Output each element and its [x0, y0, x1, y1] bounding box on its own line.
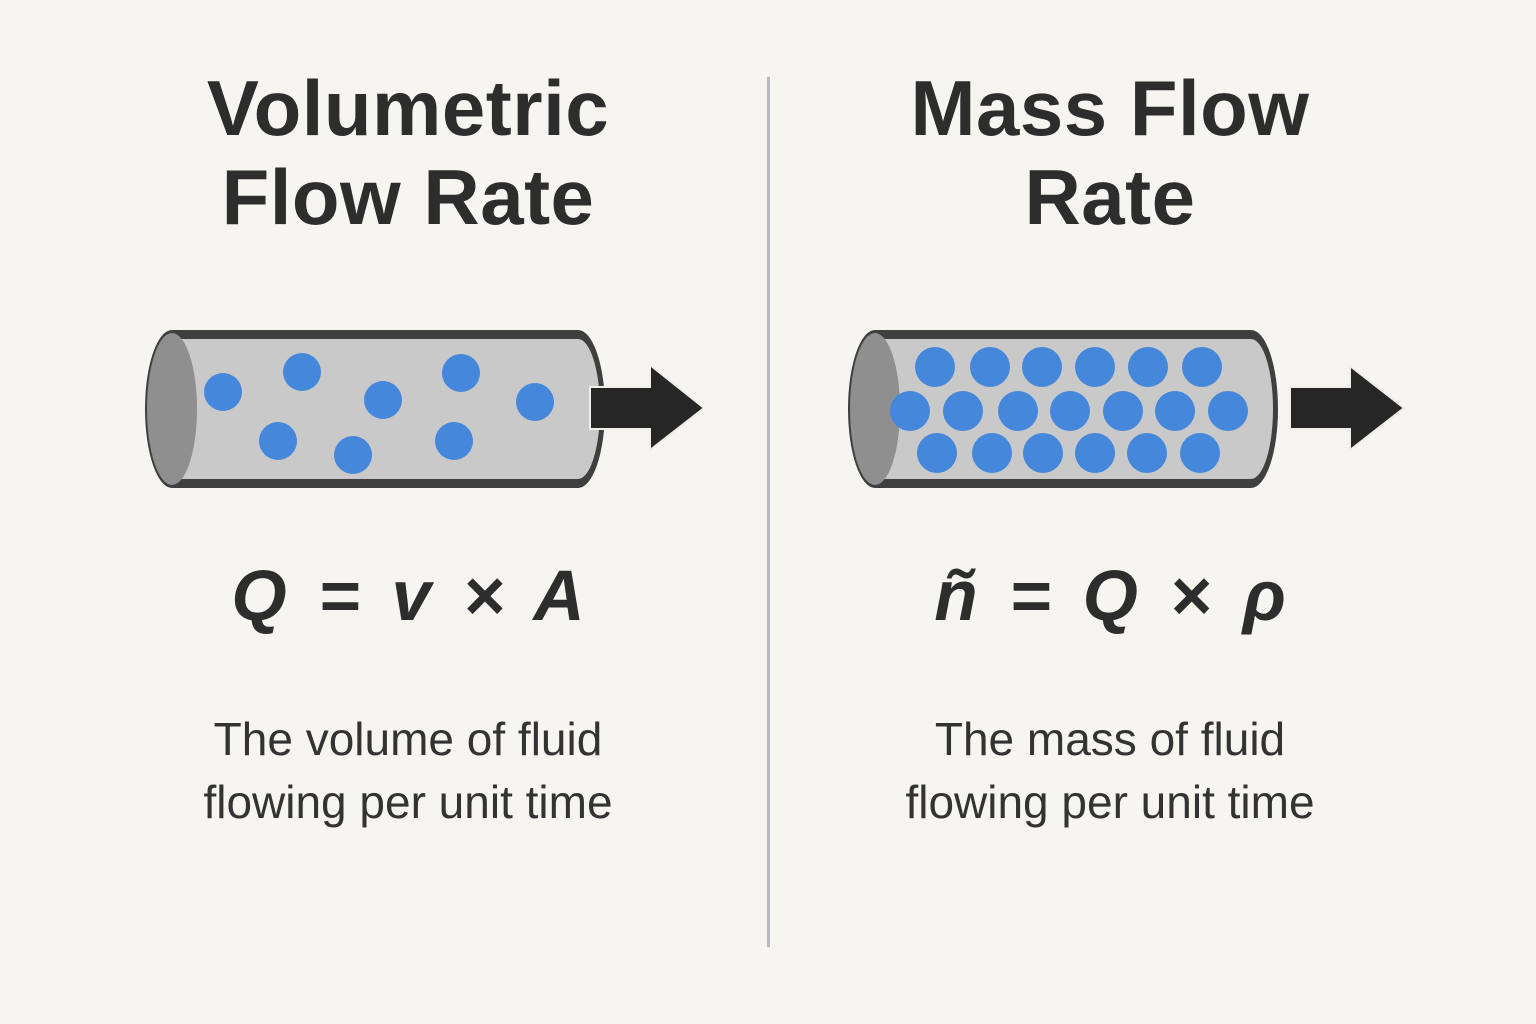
fluid-dot: [283, 353, 321, 391]
pipe-end-cap: [850, 333, 900, 485]
fluid-dots-dense: [890, 347, 1248, 473]
right-pipe-illustration: [848, 330, 1406, 488]
fluid-dot: [516, 383, 554, 421]
left-panel: Volumetric Flow Rate Q = v × A The volum…: [0, 64, 816, 834]
pipe-end-cap: [147, 333, 197, 485]
fluid-dot: [442, 354, 480, 392]
title-line: Volumetric: [206, 64, 610, 152]
title-line: Flow Rate: [221, 153, 595, 241]
title-line: Mass Flow: [910, 64, 1310, 152]
fluid-dot: [1208, 391, 1248, 431]
fluid-dot: [435, 422, 473, 460]
fluid-dot: [998, 391, 1038, 431]
left-description: The volume of fluid flowing per unit tim…: [0, 708, 816, 834]
fluid-dot: [915, 347, 955, 387]
fluid-dot: [1128, 347, 1168, 387]
description-line: flowing per unit time: [905, 776, 1315, 828]
description-line: The volume of fluid: [213, 713, 603, 765]
fluid-dot: [917, 433, 957, 473]
flow-arrow-icon: [589, 362, 706, 453]
fluid-dot: [890, 391, 930, 431]
fluid-dot: [1155, 391, 1195, 431]
fluid-dot: [970, 347, 1010, 387]
fluid-dot: [1023, 433, 1063, 473]
description-line: flowing per unit time: [203, 776, 613, 828]
right-description: The mass of fluid flowing per unit time: [702, 708, 1518, 834]
fluid-dot: [364, 381, 402, 419]
fluid-dots-sparse: [204, 353, 554, 474]
fluid-dot: [1050, 391, 1090, 431]
right-panel: Mass Flow Rate ñ = Q × ρ The mass of flu…: [702, 0, 1518, 1024]
fluid-dot: [1075, 433, 1115, 473]
fluid-dot: [1103, 391, 1143, 431]
title-line: Rate: [1024, 153, 1196, 241]
fluid-dot: [204, 373, 242, 411]
left-panel-title: Volumetric Flow Rate: [0, 64, 816, 242]
flow-arrow-icon: [1289, 363, 1406, 453]
description-line: The mass of fluid: [934, 713, 1286, 765]
fluid-dot: [1182, 347, 1222, 387]
fluid-dot: [1075, 347, 1115, 387]
fluid-dot: [334, 436, 372, 474]
fluid-dot: [1180, 433, 1220, 473]
right-panel-title: Mass Flow Rate: [702, 64, 1518, 242]
divider-line: [767, 77, 770, 947]
fluid-dot: [972, 433, 1012, 473]
left-pipe-illustration: [145, 330, 706, 488]
fluid-dot: [259, 422, 297, 460]
left-formula: Q = v × A: [231, 557, 585, 636]
fluid-dot: [1127, 433, 1167, 473]
fluid-dot: [943, 391, 983, 431]
right-formula: ñ = Q × ρ: [934, 557, 1286, 636]
fluid-dot: [1022, 347, 1062, 387]
